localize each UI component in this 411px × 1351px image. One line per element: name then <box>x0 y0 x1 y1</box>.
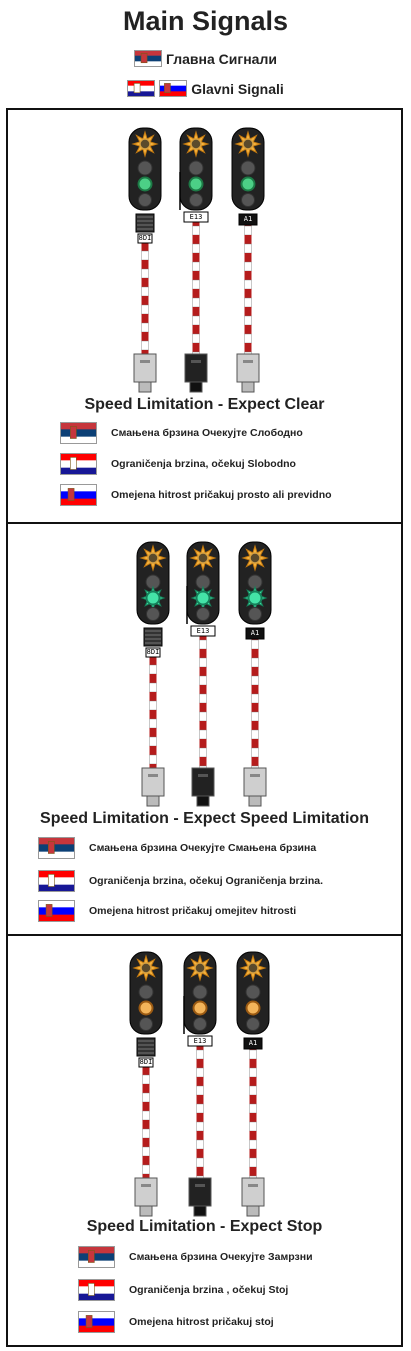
translation-text: Omejena hitrost pričakuj stoj <box>129 1316 274 1328</box>
serbia-flag-icon <box>134 50 163 67</box>
railway-signal-icon <box>128 127 162 393</box>
slovenia-flag-icon <box>78 1311 115 1333</box>
signal-plate-label: 8DI <box>146 648 160 656</box>
translation-row-croatian: Ograničenja brzina, očekuj Ograničenja b… <box>38 870 323 892</box>
serbia-flag-icon <box>38 837 75 859</box>
translation-row-slovenian: Omejena hitrost pričakuj omejitev hitros… <box>38 900 296 922</box>
signal-plate-label: A1 <box>248 1039 258 1047</box>
translation-text: Ograničenja brzina , očekuj Stoj <box>129 1284 289 1296</box>
translation-text: Смањена брзина Очекујте Слободно <box>111 427 303 439</box>
subtitle-croatian-slovenian-label: Glavni Signali <box>191 80 284 97</box>
panel-caption: Speed Limitation - Expect Stop <box>86 1218 323 1235</box>
railway-signal-icon <box>186 541 220 807</box>
translation-row-croatian: Ograničenja brzina, očekuj Slobodno <box>60 453 296 475</box>
signal-plate-label: A1 <box>243 215 253 223</box>
signal-plate-label: E13 <box>196 627 210 635</box>
signal-panel-expect-clear: 8DI E13 A1 Speed Limitation - Expect Clear… <box>6 108 403 524</box>
translation-text: Смањена брзина Очекујте Смањена брзина <box>89 842 317 854</box>
slovenia-flag-icon <box>159 80 188 97</box>
railway-signal-icon <box>136 541 170 807</box>
page-title: Main Signals <box>122 6 289 36</box>
translation-row-serbian: Смањена брзина Очекујте Слободно <box>60 422 303 444</box>
railway-signal-icon <box>236 951 270 1217</box>
translation-text: Ograničenja brzina, očekuj Slobodno <box>111 458 296 470</box>
translation-text: Omejena hitrost pričakuj prosto ali prev… <box>111 489 332 501</box>
signal-plate-label: E13 <box>189 213 203 221</box>
subtitle-serbian: Главна Сигнали <box>0 50 411 67</box>
railway-signal-icon <box>231 127 265 393</box>
panel-caption: Speed Limitation - Expect Clear <box>84 396 325 413</box>
subtitle-croatian-slovenian: Glavni Signali <box>0 80 411 97</box>
signal-plate-label: E13 <box>193 1037 207 1045</box>
croatia-flag-icon <box>60 453 97 475</box>
signal-panel-expect-speed-limitation: 8DI E13 A1 Speed Limitation - Expect Speed… <box>6 522 403 936</box>
serbia-flag-icon <box>60 422 97 444</box>
railway-signal-icon <box>238 541 272 807</box>
translation-text: Смањена брзина Очекујте Замрзни <box>129 1251 313 1263</box>
translation-row-slovenian: Omejena hitrost pričakuj stoj <box>78 1311 274 1333</box>
railway-signal-icon <box>179 127 213 393</box>
signal-plate-label: A1 <box>250 629 260 637</box>
translation-text: Omejena hitrost pričakuj omejitev hitros… <box>89 905 297 917</box>
railway-signal-icon <box>129 951 163 1217</box>
croatia-flag-icon <box>78 1279 115 1301</box>
croatia-flag-icon <box>127 80 156 97</box>
translation-row-serbian: Смањена брзина Очекујте Смањена брзина <box>38 837 316 859</box>
slovenia-flag-icon <box>38 900 75 922</box>
translation-row-slovenian: Omejena hitrost pričakuj prosto ali prev… <box>60 484 332 506</box>
translation-text: Ograničenja brzina, očekuj Ograničenja b… <box>89 875 323 887</box>
translation-row-serbian: Смањена брзина Очекујте Замрзни <box>78 1246 313 1268</box>
railway-signal-icon <box>183 951 217 1217</box>
serbia-flag-icon <box>78 1246 115 1268</box>
panel-caption: Speed Limitation - Expect Speed Limitati… <box>40 810 369 827</box>
translation-row-croatian: Ograničenja brzina , očekuj Stoj <box>78 1279 288 1301</box>
croatia-flag-icon <box>38 870 75 892</box>
subtitle-serbian-label: Главна Сигнали <box>166 50 277 67</box>
signal-plate-label: 8DI <box>139 1058 153 1066</box>
slovenia-flag-icon <box>60 484 97 506</box>
signal-plate-label: 8DI <box>138 234 152 242</box>
